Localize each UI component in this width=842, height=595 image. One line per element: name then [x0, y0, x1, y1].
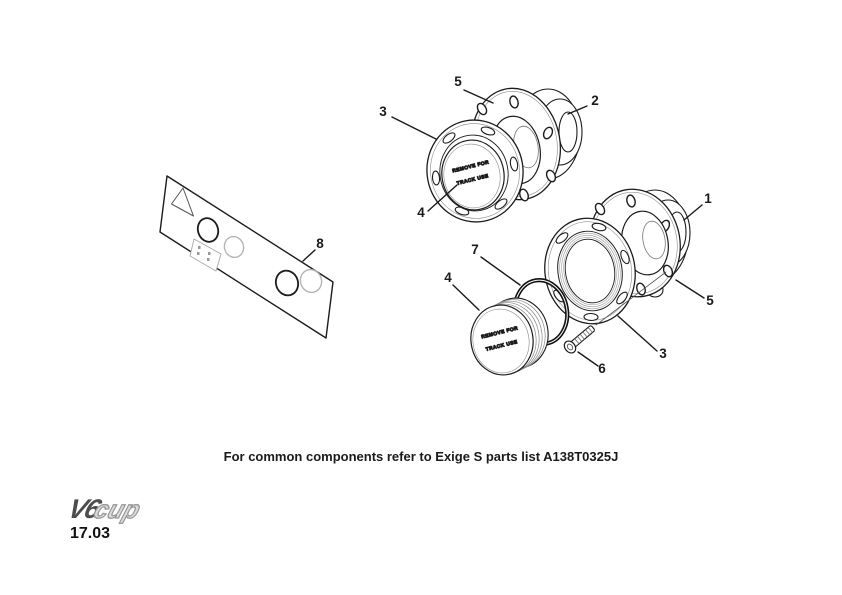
callout-1: 1 — [704, 191, 712, 206]
leader-lines — [302, 89, 705, 367]
note-text: For common components refer to Exige S p… — [223, 449, 619, 464]
callout-3-lower: 3 — [659, 346, 667, 361]
callout-4-upper: 4 — [417, 205, 425, 220]
logo-cup-text: cup — [90, 495, 145, 524]
callout-2: 2 — [591, 93, 599, 108]
warning-triangle-icon — [171, 187, 194, 217]
callout-6: 6 — [598, 361, 606, 376]
part-screw — [563, 325, 595, 354]
page-number: 17.03 — [70, 525, 111, 542]
upper-assembly: REMOVE FOR TRACK USE — [426, 87, 583, 223]
small-label — [189, 238, 222, 272]
v6cup-logo: V6cup — [64, 494, 145, 525]
lower-assembly: REMOVE FOR TRACK USE — [470, 188, 691, 376]
callout-3-upper: 3 — [379, 104, 387, 119]
part-ring-lower — [544, 217, 636, 325]
callout-7: 7 — [471, 242, 479, 257]
callout-5-upper: 5 — [454, 74, 462, 89]
footer: V6cup 17.03 — [64, 494, 144, 543]
assembly-line — [595, 271, 667, 326]
part-cap-upper: REMOVE FOR TRACK USE — [441, 139, 505, 211]
callouts: 5 2 3 4 1 5 3 7 4 6 8 — [316, 74, 714, 376]
callout-8: 8 — [316, 236, 324, 251]
callout-5-lower: 5 — [706, 293, 714, 308]
part-decal-plate — [159, 175, 334, 339]
part-cap-lower: REMOVE FOR TRACK USE — [470, 297, 549, 376]
callout-4-lower: 4 — [444, 270, 452, 285]
